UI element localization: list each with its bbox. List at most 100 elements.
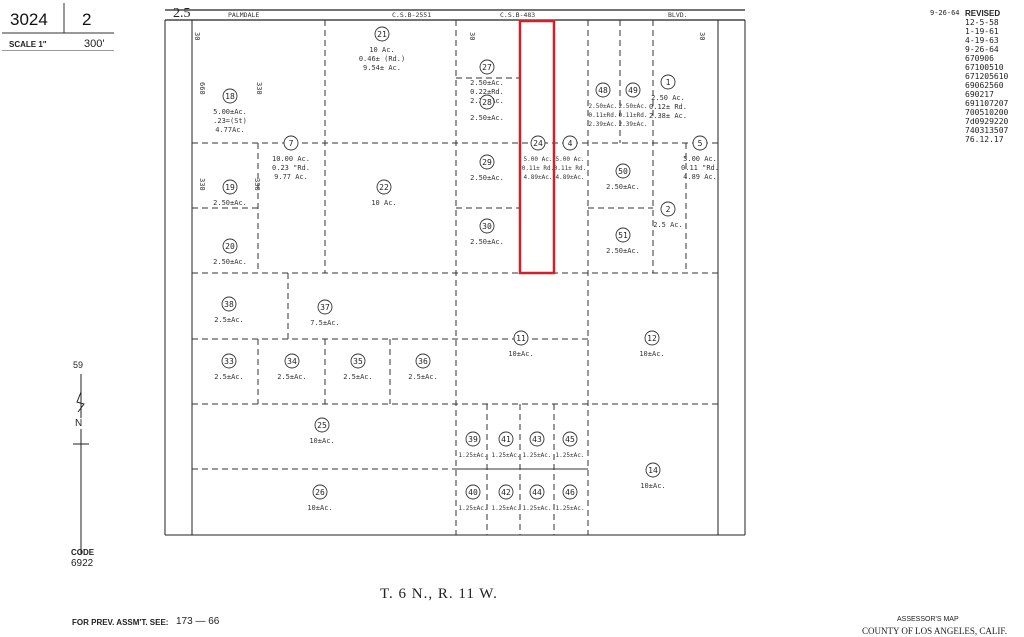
- parcel-37[interactable]: 37 7.5±Ac.: [310, 299, 340, 327]
- county-label: COUNTY OF LOS ANGELES, CALIF.: [862, 626, 1007, 636]
- code-label: CODE: [71, 548, 95, 557]
- parcel-19[interactable]: 192.50±Ac.: [213, 179, 247, 207]
- parcel-number-circle: [222, 179, 238, 195]
- parcel-number-circle: [615, 163, 631, 179]
- parcel-29[interactable]: 292.50±Ac.: [470, 154, 504, 182]
- dimension-label: 30: [698, 32, 706, 40]
- parcel-18[interactable]: 185.00±Ac..23=(St)4.77Ac.: [213, 88, 247, 134]
- parcel-number-circle: [376, 179, 392, 195]
- parcel-48[interactable]: 482.50±Ac.0.11±Rd.2.39±Ac.: [589, 82, 618, 128]
- parcel-number-circle: [221, 353, 237, 369]
- parcel-45[interactable]: 451.25±Ac.: [556, 431, 585, 459]
- north-arrow: 59 N: [70, 360, 92, 590]
- parcel-34[interactable]: 342.5±Ac.: [277, 353, 307, 381]
- dimension-label: 330: [198, 178, 206, 191]
- parcel-number-circle: [312, 484, 328, 500]
- road-name-label: PALMDALE: [228, 11, 260, 19]
- parcel-1[interactable]: 12.50 Ac.0.12± Rd.2.38± Ac.: [649, 74, 687, 120]
- revision-item: 12-5-58: [965, 18, 999, 27]
- parcel-number-circle: [221, 296, 237, 312]
- revision-item: 7d0929220: [965, 117, 1009, 126]
- parcel-11[interactable]: 11 10±Ac.: [508, 330, 534, 358]
- parcel-36[interactable]: 362.5±Ac.: [408, 353, 438, 381]
- dimension-label: 660: [198, 82, 206, 95]
- csb-label-1: C.S.B-2551: [392, 11, 432, 19]
- parcel-number: 11: [516, 334, 526, 343]
- parcel-area-line: 4.89±Ac.: [524, 174, 553, 181]
- parcel-number-circle: [660, 201, 676, 217]
- parcel-number: 18: [225, 92, 235, 101]
- parcel-50[interactable]: 502.50±Ac.: [606, 163, 640, 191]
- parcel-area-line: 2.5±Ac.: [214, 373, 244, 381]
- parcel-area-line: 1.25±Ac.: [492, 505, 521, 512]
- book-number: 3024: [10, 10, 48, 29]
- parcel-20[interactable]: 202.50±Ac.: [213, 238, 247, 266]
- parcel-number-circle: [314, 417, 330, 433]
- dimension-label: 330: [253, 178, 261, 191]
- parcel-51[interactable]: 512.50±Ac.: [606, 227, 640, 255]
- parcel-number: 5: [698, 139, 703, 148]
- parcel-41[interactable]: 411.25±Ac.: [492, 431, 521, 459]
- north-arrow-top-label: 59: [73, 360, 84, 370]
- parcel-number-circle: [374, 26, 390, 42]
- parcel-number-circle: [562, 484, 578, 500]
- parcel-area-line: 5.00 Ac.: [524, 156, 553, 163]
- parcel-30[interactable]: 302.50±Ac.: [470, 218, 504, 246]
- parcel-5[interactable]: 55.00 Ac.0.11 "Rd.4.89 Ac.: [681, 135, 719, 181]
- parcel-2[interactable]: 22.5 Ac.: [653, 201, 683, 229]
- parcel-46[interactable]: 461.25±Ac.: [556, 484, 585, 512]
- parcel-number: 26: [315, 488, 325, 497]
- parcel-number: 34: [287, 357, 297, 366]
- parcel-number-circle: [513, 330, 529, 346]
- parcel-35[interactable]: 352.5±Ac.: [343, 353, 373, 381]
- assessor-map-label: ASSESSOR'S MAP: [897, 616, 959, 623]
- parcel-number: 51: [618, 231, 628, 240]
- parcel-area-line: 1.25±Ac.: [523, 505, 552, 512]
- revision-item: 1-19-61: [965, 27, 999, 36]
- parcel-area-line: 0.11±Rd.: [589, 112, 618, 119]
- parcel-number-circle: [415, 353, 431, 369]
- parcel-number: 48: [598, 86, 608, 95]
- parcel-number: 25: [317, 421, 327, 430]
- parcel-area-line: 2.39±Ac.: [589, 121, 618, 128]
- parcel-42[interactable]: 421.25±Ac.: [492, 484, 521, 512]
- revision-item: 9-26-64: [965, 45, 999, 54]
- parcel-number: 7: [289, 139, 294, 148]
- parcel-number: 44: [532, 488, 542, 497]
- parcel-4[interactable]: 45.00 Ac.0.11± Rd.4.89±Ac.: [554, 135, 587, 181]
- parcel-number: 39: [468, 435, 478, 444]
- parcel-number: 1: [666, 78, 671, 87]
- parcel-7[interactable]: 710.00 Ac.0.23 "Rd.9.77 Ac.: [272, 135, 310, 181]
- revision-item: 4-19-63: [965, 36, 999, 45]
- parcel-number: 12: [647, 334, 657, 343]
- parcel-area-line: 10±Ac.: [508, 350, 533, 358]
- header-box-frame: [2, 3, 114, 51]
- parcel-43[interactable]: 431.25±Ac.: [523, 431, 552, 459]
- parcel-40[interactable]: 401.25±Ac.: [459, 484, 488, 512]
- parcel-number: 50: [618, 167, 628, 176]
- parcel-number-circle: [644, 330, 660, 346]
- parcel-lines: [192, 20, 718, 535]
- parcel-28[interactable]: 282.50±Ac.: [470, 94, 504, 122]
- parcel-38[interactable]: 382.5±Ac.: [214, 296, 244, 324]
- parcel-area-line: 7.5±Ac.: [310, 319, 340, 327]
- parcel-39[interactable]: 391.25±Ac.: [459, 431, 488, 459]
- revision-item: 671205610: [965, 72, 1009, 81]
- parcel-44[interactable]: 44 1.25±Ac.: [523, 484, 552, 512]
- parcel-33[interactable]: 332.5±Ac.: [214, 353, 244, 381]
- parcel-number-circle: [479, 94, 495, 110]
- parcel-number: 43: [532, 435, 542, 444]
- parcel-area-line: 2.5±Ac.: [408, 373, 438, 381]
- parcel-number: 46: [565, 488, 575, 497]
- parcel-49[interactable]: 492.50±Ac.0.11±Rd.2.39±Ac.: [619, 82, 648, 128]
- parcel-number: 37: [320, 303, 330, 312]
- parcel-24[interactable]: 245.00 Ac.0.11± Rd.4.89±Ac.: [522, 135, 555, 181]
